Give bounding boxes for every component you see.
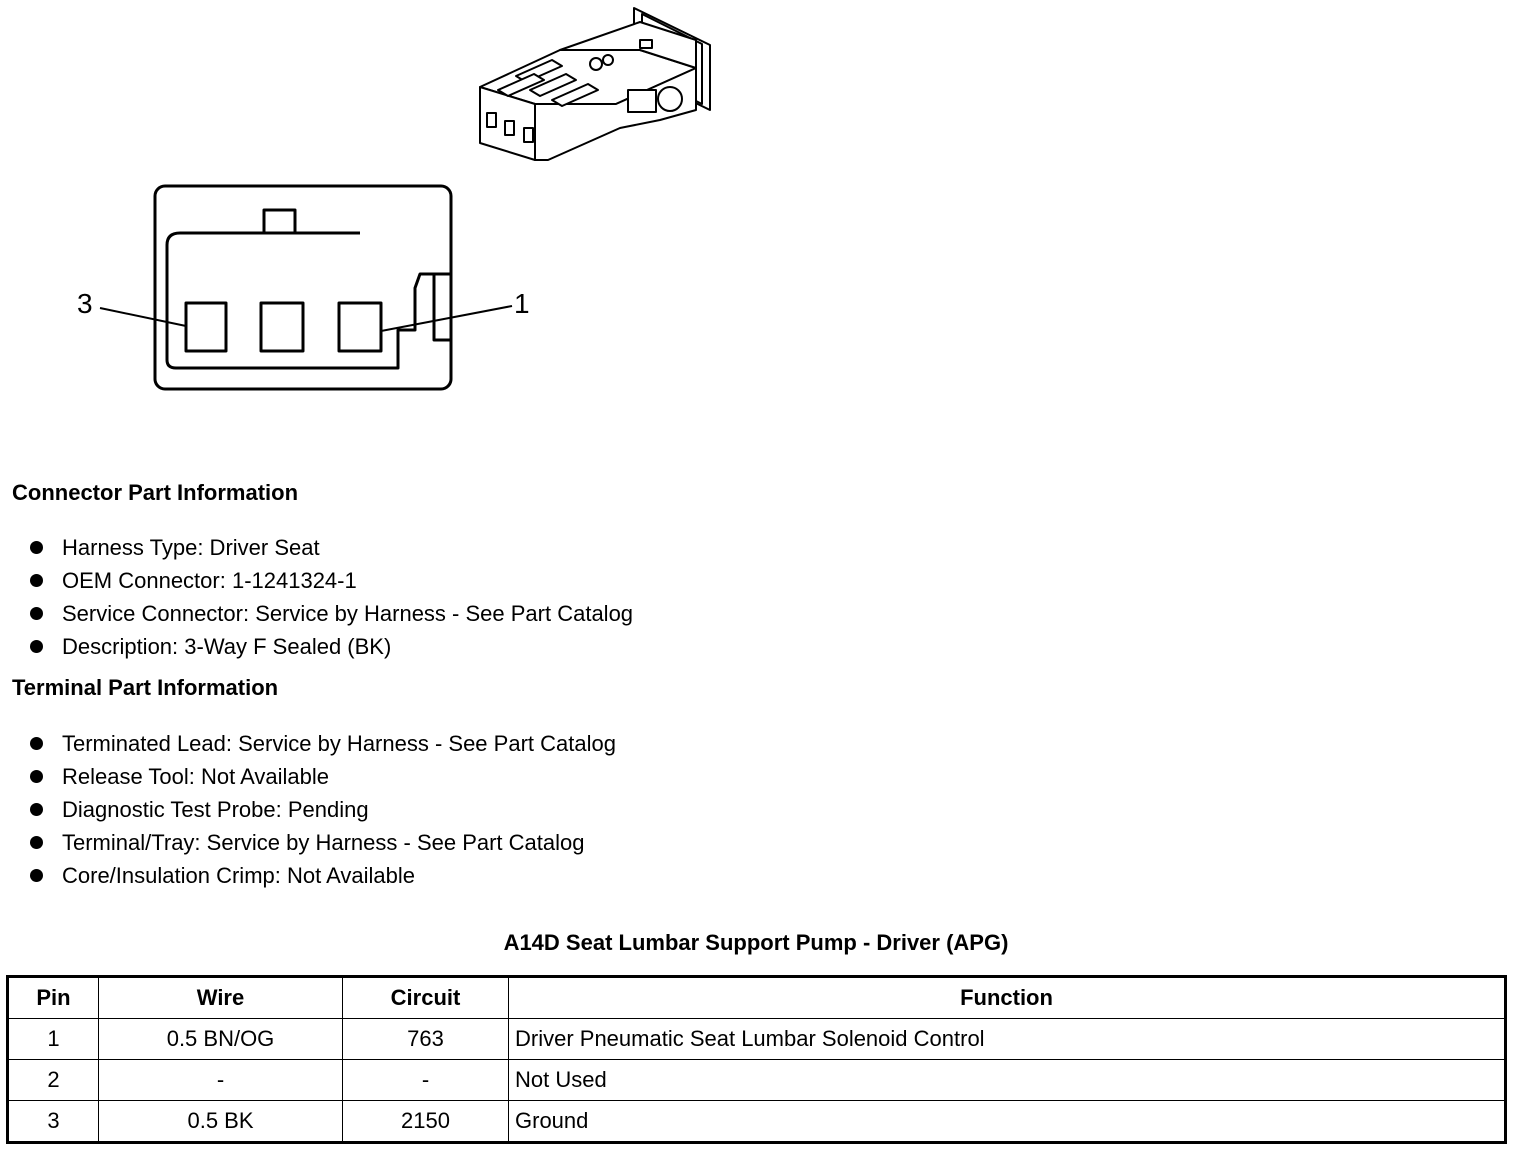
cell-function: Driver Pneumatic Seat Lumbar Solenoid Co…: [508, 1018, 1506, 1060]
pin-label-1: 1: [514, 288, 530, 319]
cell-pin: 1: [7, 1018, 99, 1060]
header-pin: Pin: [7, 976, 99, 1019]
cell-circuit: 763: [342, 1018, 509, 1060]
bullet-icon: [30, 607, 43, 620]
table-row: 3 0.5 BK 2150 Ground: [7, 1100, 1506, 1143]
pin-label-3: 3: [77, 288, 93, 319]
cell-circuit: 2150: [342, 1100, 509, 1143]
list-item: Terminal/Tray: Service by Harness - See …: [28, 826, 616, 859]
cell-pin: 3: [7, 1100, 99, 1143]
list-item: Harness Type: Driver Seat: [28, 531, 633, 564]
cell-wire: -: [98, 1059, 343, 1101]
bullet-icon: [30, 803, 43, 816]
cell-function: Ground: [508, 1100, 1506, 1143]
list-item: Terminated Lead: Service by Harness - Se…: [28, 727, 616, 760]
bullet-icon: [30, 737, 43, 750]
header-function: Function: [508, 976, 1506, 1019]
cavity-3: [184, 301, 228, 353]
cell-function: Not Used: [508, 1059, 1506, 1101]
list-item: Description: 3-Way F Sealed (BK): [28, 630, 633, 663]
cell-circuit: -: [342, 1059, 509, 1101]
terminal-info-heading: Terminal Part Information: [12, 675, 279, 700]
bullet-icon: [30, 541, 43, 554]
connector-isometric-view: [479, 7, 711, 161]
bullet-icon: [30, 574, 43, 587]
bullet-icon: [30, 770, 43, 783]
list-item: Diagnostic Test Probe: Pending: [28, 793, 616, 826]
header-wire: Wire: [98, 976, 343, 1019]
list-item: OEM Connector: 1-1241324-1: [28, 564, 633, 597]
table-header-row: Pin Wire Circuit Function: [7, 976, 1506, 1019]
list-item: Release Tool: Not Available: [28, 760, 616, 793]
header-circuit: Circuit: [342, 976, 509, 1019]
connector-info-heading: Connector Part Information: [12, 480, 299, 505]
table-row: 1 0.5 BN/OG 763 Driver Pneumatic Seat Lu…: [7, 1018, 1506, 1060]
list-item: Core/Insulation Crimp: Not Available: [28, 859, 616, 892]
pin-table: Pin Wire Circuit Function 1 0.5 BN/OG 76…: [6, 975, 1507, 1144]
bullet-icon: [30, 640, 43, 653]
connector-info-list: Harness Type: Driver Seat OEM Connector:…: [28, 531, 633, 663]
cavity-1: [337, 301, 383, 353]
cavity-2: [259, 301, 305, 353]
bullet-icon: [30, 869, 43, 882]
connector-face-view: [153, 184, 453, 391]
cell-wire: 0.5 BN/OG: [98, 1018, 343, 1060]
cell-wire: 0.5 BK: [98, 1100, 343, 1143]
connector-diagram: 3 1: [77, 7, 711, 391]
table-row: 2 - - Not Used: [7, 1059, 1506, 1101]
list-item: Service Connector: Service by Harness - …: [28, 597, 633, 630]
table-title: A14D Seat Lumbar Support Pump - Driver (…: [503, 930, 1009, 955]
cell-pin: 2: [7, 1059, 99, 1101]
terminal-info-list: Terminated Lead: Service by Harness - Se…: [28, 727, 616, 892]
bullet-icon: [30, 836, 43, 849]
